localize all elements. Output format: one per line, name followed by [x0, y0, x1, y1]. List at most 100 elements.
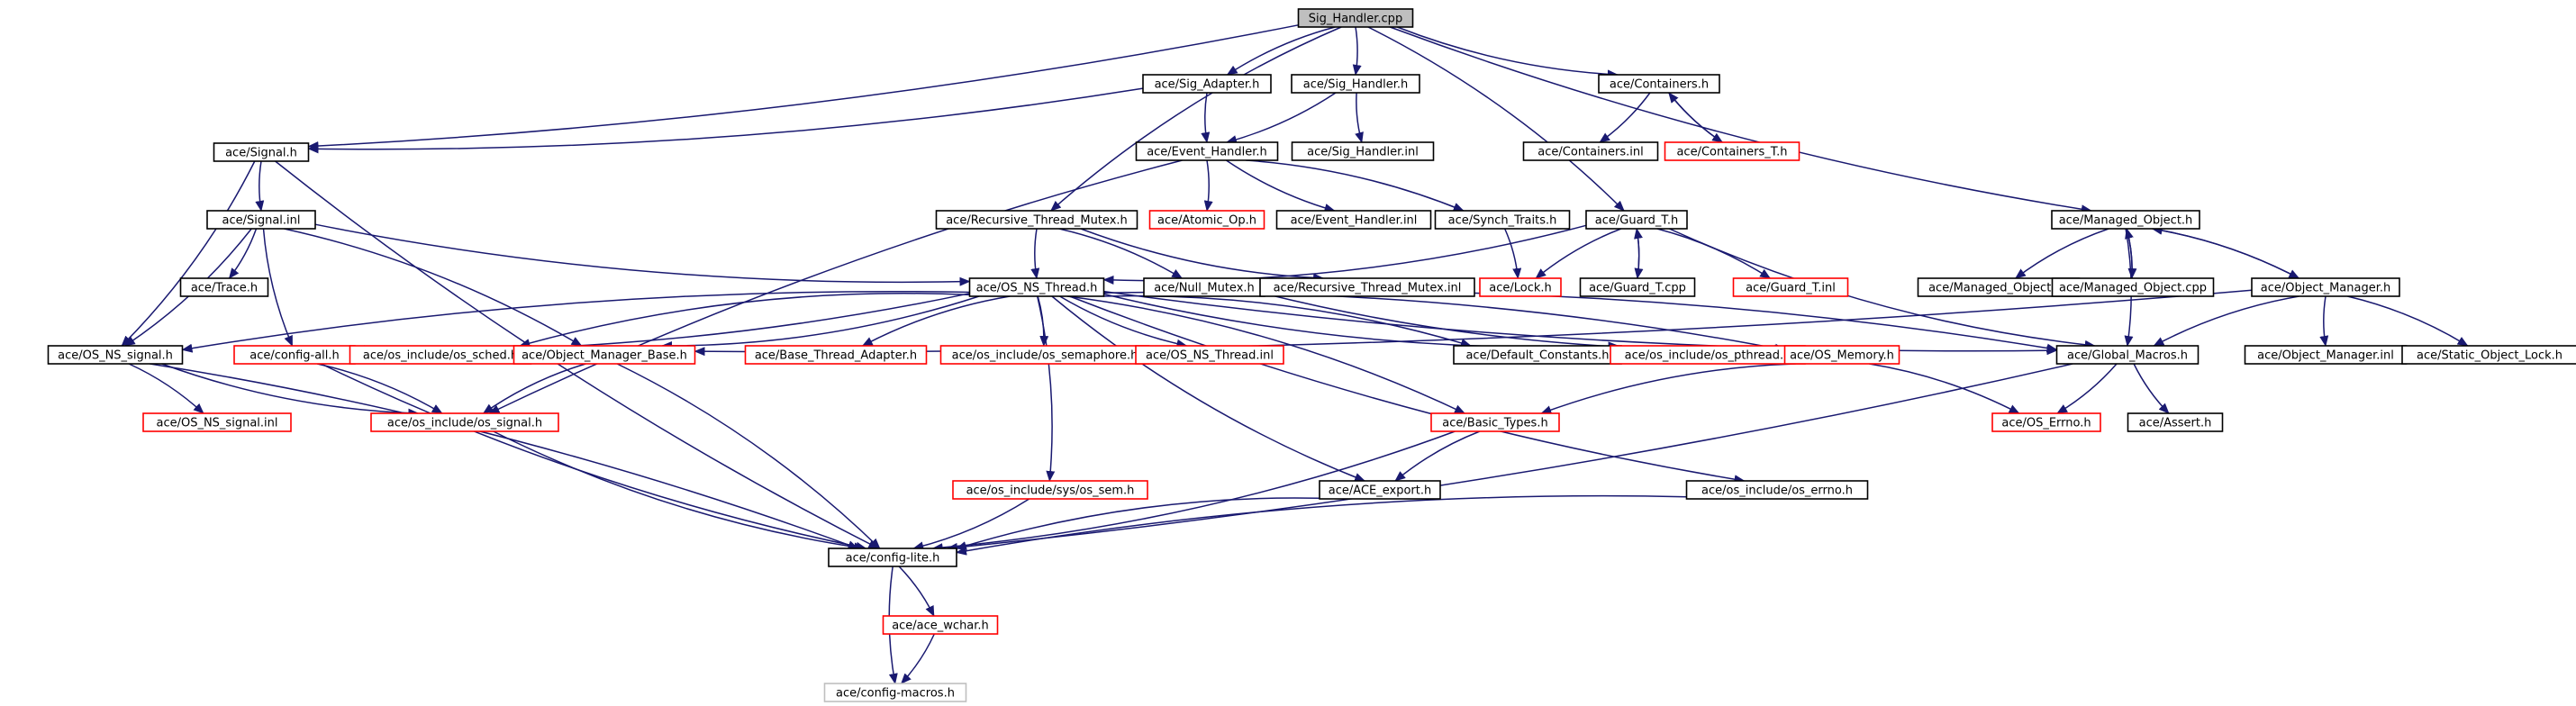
graph-node-label: ace/Recursive_Thread_Mutex.h [946, 214, 1128, 228]
graph-edge-event-handler-h-to-os-signal-h [488, 159, 1183, 414]
graph-edge-containers-t-h-to-containers-h [1668, 92, 1723, 143]
graph-node-static-object-lock-h[interactable]: ace/Static_Object_Lock.h [2401, 345, 2576, 365]
graph-node-box [206, 210, 316, 230]
graph-node-label: ace/Sig_Handler.h [1303, 78, 1408, 92]
graph-node-os-ns-signal-h[interactable]: ace/OS_NS_signal.h [47, 345, 184, 365]
graph-node-label: ace/config-macros.h [836, 687, 955, 701]
graph-node-os-signal-h[interactable]: ace/os_include/os_signal.h [370, 412, 559, 432]
graph-node-signal-h[interactable]: ace/Signal.h [213, 142, 310, 162]
graph-node-box [213, 142, 310, 162]
graph-node-os-errno-inc-h[interactable]: ace/os_include/os_errno.h [1685, 480, 1869, 500]
graph-edge-guard-t-cpp-to-guard-t-h [1634, 228, 1643, 279]
graph-node-box [370, 412, 559, 432]
graph-node-box [2051, 277, 2215, 297]
graph-node-recursive-thread-mutex-h[interactable]: ace/Recursive_Thread_Mutex.h [935, 210, 1138, 230]
graph-node-box [1291, 141, 1435, 161]
graph-node-sig-handler-h[interactable]: ace/Sig_Handler.h [1291, 74, 1420, 94]
graph-edge-object-manager-h-to-object-manager-inl [2319, 295, 2329, 347]
graph-edge-root-to-signal-h [307, 24, 1299, 151]
graph-node-event-handler-h[interactable]: ace/Event_Handler.h [1135, 141, 1279, 161]
graph-node-label: ace/os_include/sys/os_sem.h [966, 484, 1135, 498]
graph-node-containers-h[interactable]: ace/Containers.h [1598, 74, 1720, 94]
graph-node-ace-export-h[interactable]: ace/ACE_export.h [1319, 480, 1441, 500]
graph-node-containers-inl[interactable]: ace/Containers.inl [1522, 141, 1659, 161]
graph-node-label: ace/OS_NS_Thread.inl [1146, 349, 1274, 363]
graph-edge-root-to-containers-h [1396, 26, 1619, 79]
graph-node-box [1479, 277, 1562, 297]
graph-node-os-ns-thread-inl[interactable]: ace/OS_NS_Thread.inl [1135, 345, 1284, 365]
graph-node-basic-types-h[interactable]: ace/Basic_Types.h [1430, 412, 1560, 432]
graph-node-label: ace/Recursive_Thread_Mutex.inl [1274, 282, 1462, 295]
graph-node-null-mutex-h[interactable]: ace/Null_Mutex.h [1143, 277, 1265, 297]
graph-node-label: ace/Static_Object_Lock.h [2417, 349, 2562, 363]
graph-node-label: ace/Managed_Object.inl [1928, 282, 2069, 295]
graph-node-object-manager-base-h[interactable]: ace/Object_Manager_Base.h [512, 345, 696, 365]
graph-node-os-pthread-h[interactable]: ace/os_include/os_pthread.h [1610, 345, 1806, 365]
graph-node-box [1430, 412, 1560, 432]
graph-node-os-memory-h[interactable]: ace/OS_Memory.h [1783, 345, 1900, 365]
graph-node-synch-traits-h[interactable]: ace/Synch_Traits.h [1434, 210, 1571, 230]
graph-node-global-macros-h[interactable]: ace/Global_Macros.h [2055, 345, 2200, 365]
graph-edge-os-memory-h-to-basic-types-h [1540, 363, 1796, 414]
graph-edge-os-ns-thread-h-to-global-macros-h [1103, 290, 2058, 356]
graph-node-atomic-op-h[interactable]: ace/Atomic_Op.h [1148, 210, 1265, 230]
graph-node-default-constants-h[interactable]: ace/Default_Constants.h [1453, 345, 1622, 365]
graph-node-managed-object-h[interactable]: ace/Managed_Object.h [2051, 210, 2200, 230]
graph-node-label: ace/Containers_T.h [1676, 146, 1787, 159]
graph-node-label: ace/OS_NS_signal.inl [156, 417, 277, 430]
graph-node-guard-t-h[interactable]: ace/Guard_T.h [1585, 210, 1688, 230]
graph-node-managed-object-inl[interactable]: ace/Managed_Object.inl [1917, 277, 2081, 297]
graph-node-os-sys-sem-h[interactable]: ace/os_include/sys/os_sem.h [952, 480, 1148, 500]
graph-edge-basic-types-h-to-config-lite-h [931, 430, 1456, 553]
graph-edge-root-to-recursive-thread-mutex-h [1050, 26, 1342, 212]
graph-edge-event-handler-h-to-event-handler-inl [1225, 159, 1336, 213]
graph-node-sig-handler-inl[interactable]: ace/Sig_Handler.inl [1291, 141, 1435, 161]
graph-node-object-manager-h[interactable]: ace/Object_Manager.h [2251, 277, 2400, 297]
graph-edge-managed-object-cpp-to-managed-object-h [2125, 228, 2134, 279]
graph-node-signal-inl[interactable]: ace/Signal.inl [206, 210, 316, 230]
graph-node-trace-h[interactable]: ace/Trace.h [179, 277, 269, 297]
graph-edge-os-ns-thread-h-to-base-thread-adapter-h [861, 295, 1011, 347]
graph-node-label: ace/Guard_T.cpp [1589, 282, 1686, 295]
graph-edge-containers-h-to-containers-inl [1599, 92, 1651, 143]
graph-node-config-lite-h[interactable]: ace/config-lite.h [828, 548, 957, 567]
graph-edge-event-handler-h-to-synch-traits-h [1246, 159, 1465, 212]
graph-node-guard-t-inl[interactable]: ace/Guard_T.inl [1732, 277, 1849, 297]
graph-node-config-macros-h[interactable]: ace/config-macros.h [823, 683, 967, 702]
graph-edge-root-to-managed-object-h [1389, 26, 2092, 214]
graph-node-label: ace/Lock.h [1489, 282, 1552, 295]
graph-node-os-sched-h[interactable]: ace/os_include/os_sched.h [349, 345, 532, 365]
graph-node-box [142, 412, 292, 432]
graph-node-root[interactable]: Sig_Handler.cpp [1297, 8, 1414, 28]
graph-edge-guard-t-h-to-global-macros-h [1668, 228, 2096, 349]
graph-node-box [952, 480, 1148, 500]
graph-node-assert-h[interactable]: ace/Assert.h [2127, 412, 2224, 432]
graph-node-sig-adapter-h[interactable]: ace/Sig_Adapter.h [1142, 74, 1272, 94]
graph-node-recursive-thread-mutex-inl[interactable]: ace/Recursive_Thread_Mutex.inl [1259, 277, 1475, 297]
graph-node-os-ns-thread-h[interactable]: ace/OS_NS_Thread.h [968, 277, 1105, 297]
graph-node-managed-object-cpp[interactable]: ace/Managed_Object.cpp [2051, 277, 2215, 297]
graph-node-object-manager-inl[interactable]: ace/Object_Manager.inl [2244, 345, 2408, 365]
graph-node-os-errno-h[interactable]: ace/OS_Errno.h [1991, 412, 2101, 432]
graph-node-label: ace/Trace.h [191, 282, 258, 295]
graph-node-lock-h[interactable]: ace/Lock.h [1479, 277, 1562, 297]
graph-node-label: ace/OS_NS_signal.h [58, 349, 173, 363]
graph-node-label: ace/Default_Constants.h [1465, 349, 1609, 363]
graph-edge-os-ns-thread-h-to-os-sys-sem-h [1036, 295, 1056, 482]
graph-node-box [744, 345, 928, 365]
graph-node-os-semaphore-h[interactable]: ace/os_include/os_semaphore.h [939, 345, 1150, 365]
graph-node-box [1291, 74, 1420, 94]
graph-node-box [1685, 480, 1869, 500]
graph-node-ace-wchar-h[interactable]: ace/ace_wchar.h [882, 615, 999, 635]
graph-node-guard-t-cpp[interactable]: ace/Guard_T.cpp [1579, 277, 1696, 297]
graph-node-box [2401, 345, 2576, 365]
graph-edge-os-ns-thread-h-to-config-all-h [354, 293, 970, 355]
graph-edge-os-ns-thread-h-to-os-ns-signal-h [181, 290, 970, 353]
graph-node-config-all-h[interactable]: ace/config-all.h [233, 345, 356, 365]
graph-node-os-ns-signal-inl[interactable]: ace/OS_NS_signal.inl [142, 412, 292, 432]
graph-node-base-thread-adapter-h[interactable]: ace/Base_Thread_Adapter.h [744, 345, 928, 365]
graph-node-event-handler-inl[interactable]: ace/Event_Handler.inl [1275, 210, 1432, 230]
graph-edge-recursive-thread-mutex-h-to-recursive-thread-mutex-inl [1080, 228, 1325, 283]
graph-node-containers-t-h[interactable]: ace/Containers_T.h [1664, 141, 1800, 161]
